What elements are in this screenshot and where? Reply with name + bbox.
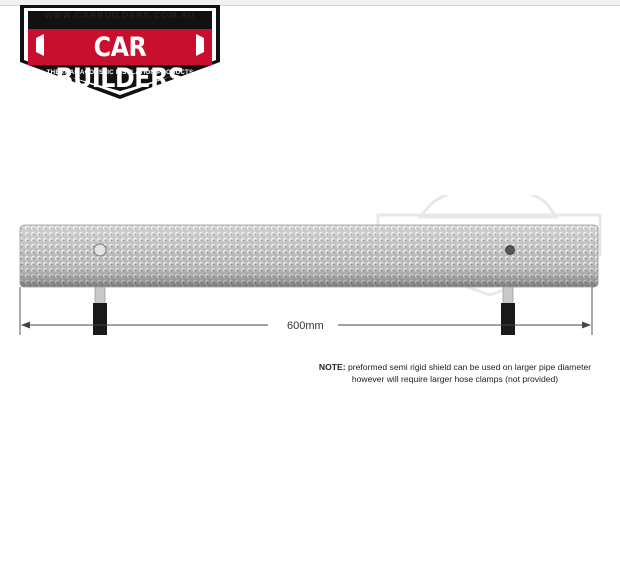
logo-badge-shape xyxy=(20,5,220,99)
dimension-label: 600mm xyxy=(281,320,330,332)
note-heading: NOTE: xyxy=(318,362,346,372)
dimension-line xyxy=(19,287,593,335)
bolt-head-left xyxy=(93,243,107,257)
logo-url: WWW.CARBUILDERS.COM.AU xyxy=(44,10,196,20)
heat-shield-drawing xyxy=(0,195,620,345)
mounting-stud-right xyxy=(501,284,515,335)
logo-brand: CAR BUILDERS xyxy=(55,32,185,94)
note-line-2: however will require larger hose clamps … xyxy=(351,373,559,384)
window-top-strip xyxy=(0,0,620,6)
bolt-head-right xyxy=(505,245,515,255)
car-builders-logo: WWW.CARBUILDERS.COM.AU CAR BUILDERS THER… xyxy=(14,2,226,102)
mounting-stud-left xyxy=(93,284,107,335)
shield-body xyxy=(19,224,599,288)
note-text: NOTE: preformed semi rigid shield can be… xyxy=(300,362,610,385)
logo-tagline: THERMAL ACOUSTIC INSULATION PRODUCTS xyxy=(46,69,194,76)
note-line-1: preformed semi rigid shield can be used … xyxy=(347,362,592,372)
